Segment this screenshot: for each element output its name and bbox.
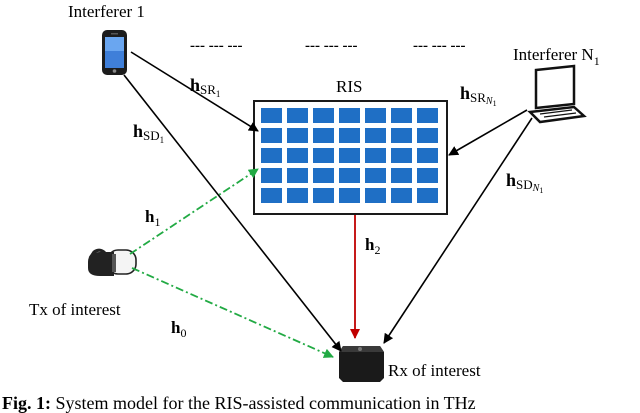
ris-element [417,128,438,143]
vr-headset-icon [88,248,137,276]
ris-element [261,128,282,143]
channel-h-sd1: hSD1 [133,121,164,145]
tx-label: Tx of interest [29,300,121,319]
ris-element [261,168,282,183]
ris-element [339,188,360,203]
channel-h-srn: hSRN1 [460,83,497,108]
ris-element [365,188,386,203]
ris-element [417,188,438,203]
interferer-1-label: Interferer 1 [68,2,145,21]
arrow-h1 [129,168,259,255]
ris-element [313,128,334,143]
ris-element [313,188,334,203]
ris-element [339,108,360,123]
ris-element [391,168,412,183]
figure-caption: Fig. 1: System model for the RIS-assiste… [2,393,640,413]
interferer-dots-2: --- --- --- [305,38,357,54]
arrow-sr1 [130,51,259,132]
arrow-srn [448,109,528,156]
channel-h-sr1: hSR1 [190,75,220,99]
ris-element [261,148,282,163]
channel-h2: h2 [365,235,380,257]
channel-h1: h1 [145,207,160,229]
ris-element [417,148,438,163]
ris-element [287,188,308,203]
laptop-icon [527,64,587,124]
ris-element-grid [261,108,438,203]
ris-element [391,188,412,203]
ris-panel [253,100,448,215]
arrow-sd1 [123,74,342,352]
ris-element [339,168,360,183]
arrow-sdn [383,117,533,344]
rx-label: Rx of interest [388,361,481,380]
ris-element [287,128,308,143]
caption-prefix: Fig. 1: [2,393,51,413]
rx-device-icon [339,346,384,382]
channel-h0: h0 [171,318,186,340]
channel-h-sdn: hSDN1 [506,170,543,195]
ris-label: RIS [336,77,362,96]
ris-element [365,148,386,163]
ris-element [339,148,360,163]
ris-element [287,148,308,163]
ris-element [391,128,412,143]
ris-element [365,168,386,183]
arrow-h0 [131,267,334,358]
ris-element [287,168,308,183]
ris-element [417,168,438,183]
ris-element [339,128,360,143]
caption-text: System model for the RIS-assisted commun… [51,393,476,413]
ris-element [365,108,386,123]
ris-element [261,108,282,123]
phone-icon [102,30,127,75]
interferer-dots-1: --- --- --- [190,38,242,54]
ris-element [391,148,412,163]
ris-element [313,168,334,183]
interferer-n-label: Interferer N1 [513,45,600,68]
ris-element [365,128,386,143]
ris-element [417,108,438,123]
interferer-dots-3: --- --- --- [413,38,465,54]
ris-element [313,108,334,123]
ris-element [287,108,308,123]
ris-element [391,108,412,123]
ris-element [313,148,334,163]
ris-element [261,188,282,203]
